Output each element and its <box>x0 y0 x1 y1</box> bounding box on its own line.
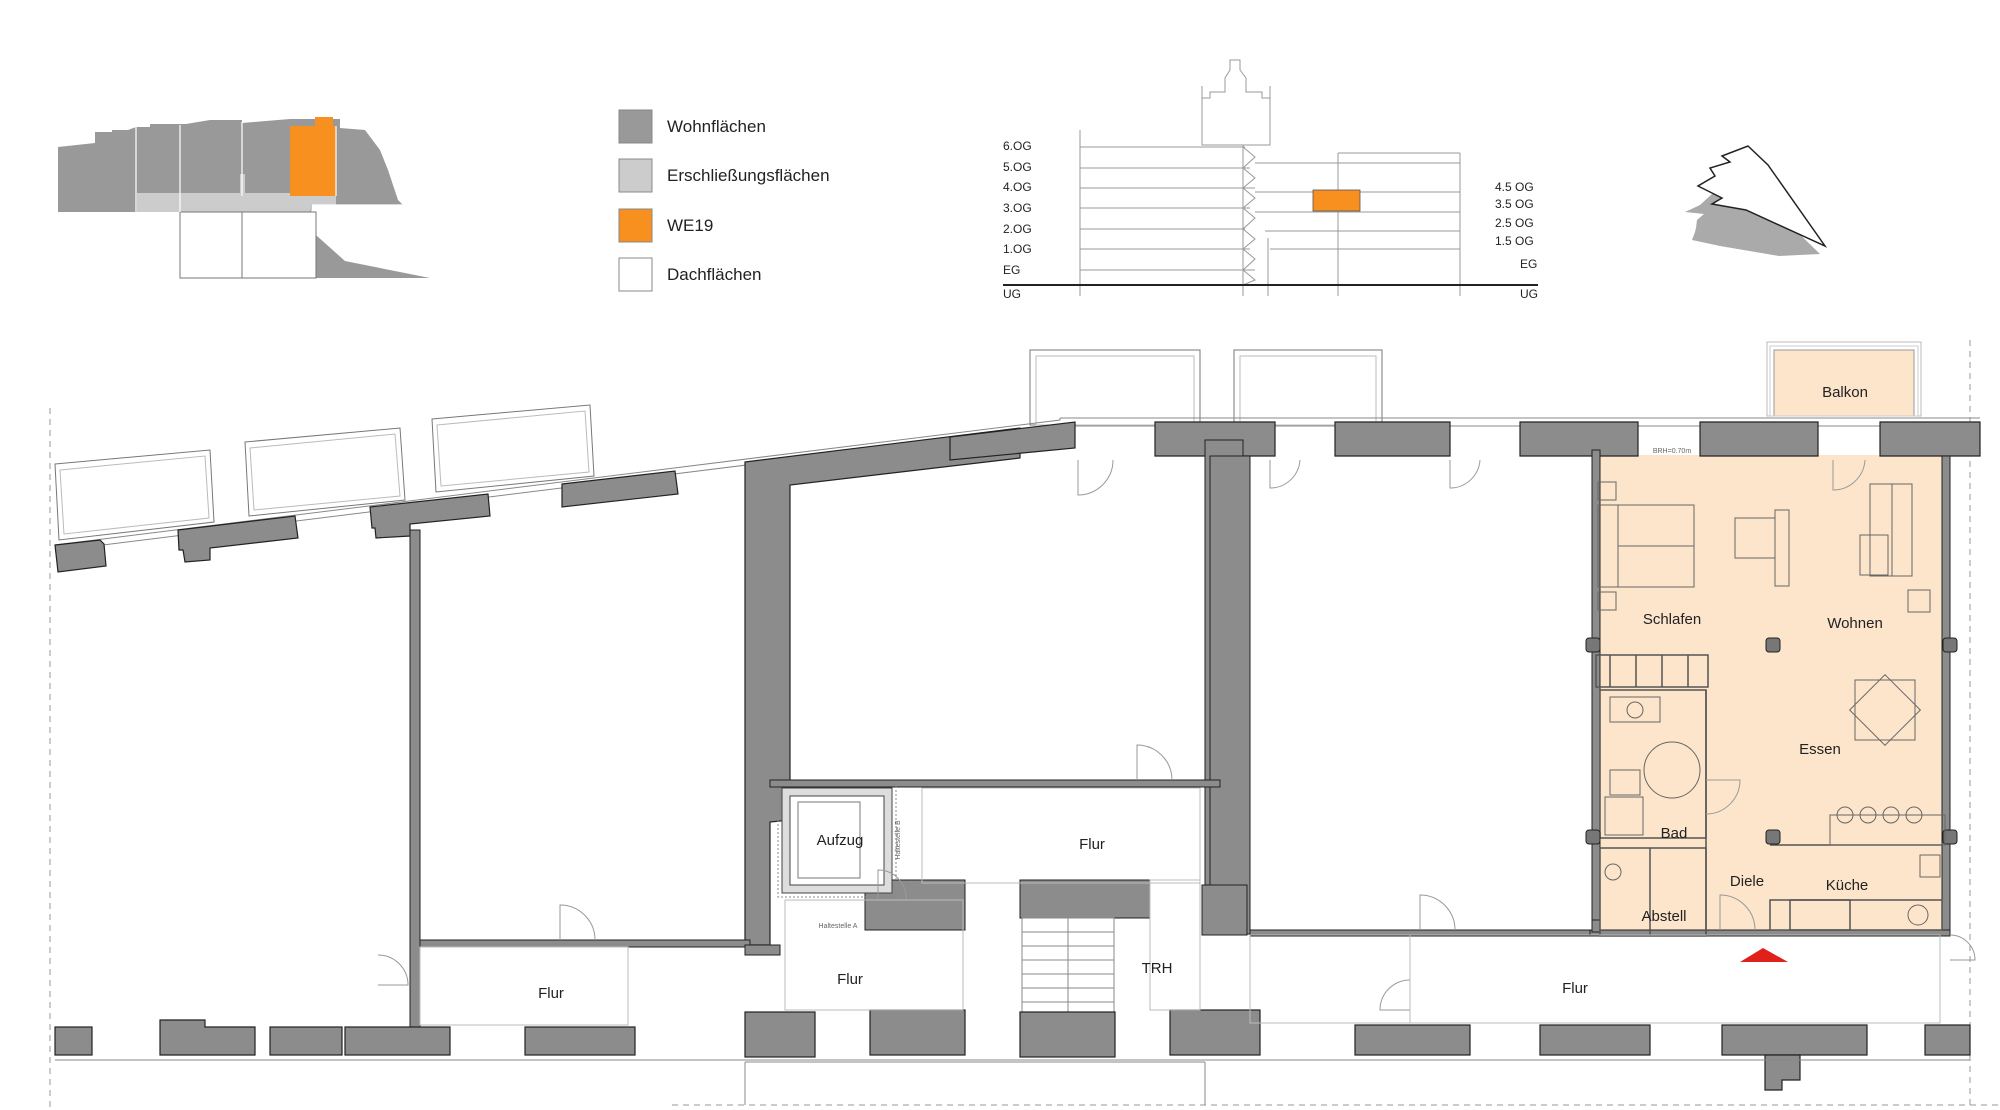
facade-walls-bottom <box>54 1009 1971 1091</box>
room-label-bad: Bad <box>1661 825 1688 842</box>
svg-text:1.5 OG: 1.5 OG <box>1495 234 1534 248</box>
elevator <box>777 783 897 898</box>
key-plan-circulation <box>137 174 336 212</box>
furniture <box>1597 481 1946 926</box>
room-label-kueche: Küche <box>1826 877 1869 894</box>
room-label-balkon: Balkon <box>1822 384 1868 401</box>
unit-we19-area <box>1592 455 1942 936</box>
room-labels: Balkon Schlafen Wohnen Essen Bad Diele K… <box>538 384 1883 1002</box>
key-plan-unit <box>290 117 336 196</box>
svg-text:1.OG: 1.OG <box>1003 242 1032 256</box>
key-plan-roof-2 <box>241 211 317 279</box>
room-label-aufzug: Aufzug <box>817 832 864 849</box>
room-label-diele: Diele <box>1730 873 1764 890</box>
staircase <box>1021 917 1115 1019</box>
room-label-schlafen: Schlafen <box>1643 611 1701 628</box>
svg-text:5.OG: 5.OG <box>1003 160 1032 174</box>
legend-label-erschliessung: Erschließungsflächen <box>667 166 830 185</box>
room-label-flur-center: Flur <box>1079 836 1105 853</box>
room-label-wohnen: Wohnen <box>1827 615 1883 632</box>
svg-text:3.5 OG: 3.5 OG <box>1495 197 1534 211</box>
svg-text:4.OG: 4.OG <box>1003 180 1032 194</box>
section-unit-marker <box>1312 189 1361 212</box>
room-label-flur-stair: Flur <box>837 971 863 988</box>
room-label-flur-right: Flur <box>1562 980 1588 997</box>
legend: Wohnflächen Erschließungsflächen WE19 Da… <box>618 109 830 292</box>
svg-text:UG: UG <box>1520 287 1538 301</box>
entrance-arrow-icon <box>1740 948 1788 962</box>
section-floor-labels-left: 6.OG 5.OG 4.OG 3.OG 2.OG 1.OG EG UG <box>1003 139 1032 301</box>
legend-label-we19: WE19 <box>667 216 713 235</box>
room-label-abstell: Abstell <box>1641 908 1686 925</box>
balkon-area <box>1773 349 1915 417</box>
svg-text:2.OG: 2.OG <box>1003 222 1032 236</box>
svg-text:3.OG: 3.OG <box>1003 201 1032 215</box>
legend-swatch-erschliessung <box>618 158 653 193</box>
svg-text:Haltestelle B: Haltestelle B <box>895 820 902 860</box>
svg-text:EG: EG <box>1520 257 1537 271</box>
interior-walls <box>409 439 1951 1031</box>
north-arrow-icon <box>1685 145 1828 256</box>
legend-swatch-we19 <box>618 208 653 243</box>
room-label-essen: Essen <box>1799 741 1841 758</box>
room-label-flur-left: Flur <box>538 985 564 1002</box>
svg-text:BRH=0.70m: BRH=0.70m <box>1653 448 1691 455</box>
doors <box>377 459 1976 1011</box>
svg-text:6.OG: 6.OG <box>1003 139 1032 153</box>
svg-text:EG: EG <box>1003 263 1020 277</box>
svg-text:4.5 OG: 4.5 OG <box>1495 180 1534 194</box>
room-label-trh: TRH <box>1142 960 1173 977</box>
key-plan <box>58 117 430 279</box>
legend-swatch-wohnflaechen <box>618 109 653 144</box>
legend-swatch-dach <box>618 257 653 292</box>
legend-label-dach: Dachflächen <box>667 265 762 284</box>
facade-walls-top <box>54 421 1981 946</box>
svg-text:Haltestelle A: Haltestelle A <box>819 923 858 930</box>
svg-text:2.5 OG: 2.5 OG <box>1495 216 1534 230</box>
section-floor-labels-right: 4.5 OG 3.5 OG 2.5 OG 1.5 OG EG UG <box>1495 180 1538 301</box>
small-annotations: Haltestelle A Haltestelle B BRH=0.70m <box>819 448 1692 930</box>
svg-text:UG: UG <box>1003 287 1021 301</box>
key-plan-roof-1 <box>179 211 243 279</box>
section-diagram <box>1003 59 1538 296</box>
legend-label-wohnflaechen: Wohnflächen <box>667 117 766 136</box>
